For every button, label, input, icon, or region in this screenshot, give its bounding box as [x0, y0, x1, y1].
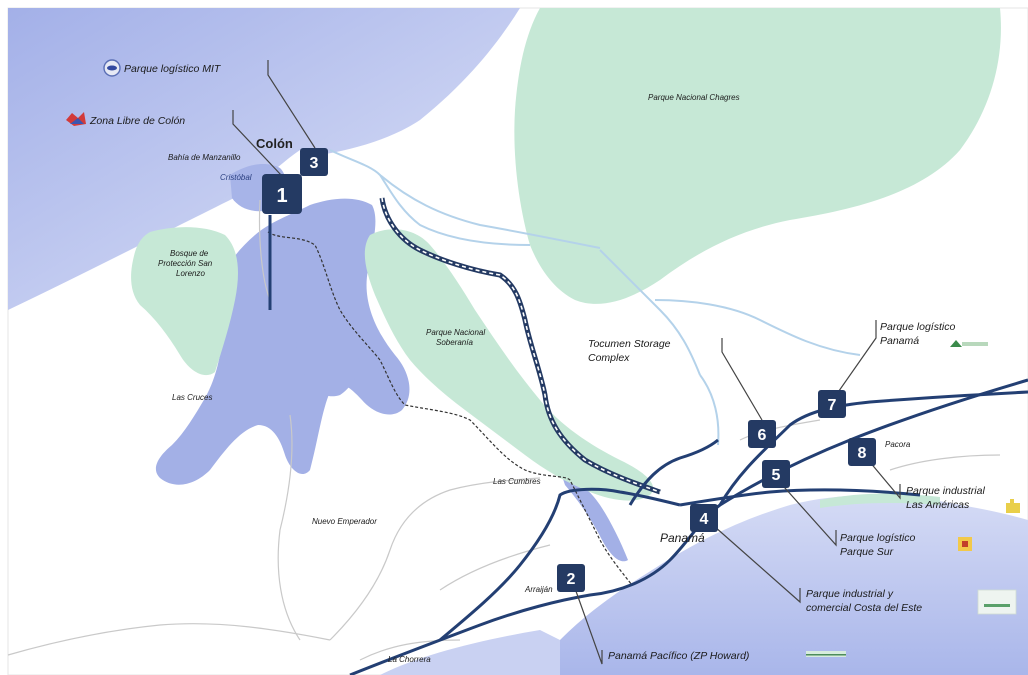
svg-text:Parque logístico: Parque logístico: [880, 321, 955, 333]
svg-text:3: 3: [310, 155, 319, 172]
callout-logistico-panama: Parque logístico Panamá: [880, 321, 988, 347]
svg-text:Parque industrial: Parque industrial: [906, 485, 985, 497]
callout-panama-pacifico: Panamá Pacífico (ZP Howard): [608, 650, 846, 662]
label-chagres: Parque Nacional Chagres: [648, 93, 740, 102]
svg-text:Panamá: Panamá: [880, 335, 919, 347]
label-pacora: Pacora: [885, 440, 911, 449]
svg-text:Parque logístico: Parque logístico: [840, 532, 915, 544]
callout-mit: Parque logístico MIT: [103, 59, 222, 77]
svg-text:7: 7: [828, 397, 837, 414]
parque-logistico-panama-logo-icon: [950, 340, 988, 347]
mit-logo-icon: [103, 59, 121, 77]
marker-1[interactable]: 1: [262, 174, 302, 214]
label-nuevo-emperador: Nuevo Emperador: [312, 517, 377, 526]
parque-industrial-americas-logo-icon: [1006, 499, 1020, 513]
svg-text:2: 2: [567, 571, 576, 588]
callout-americas: Parque industrial Las Américas: [906, 485, 1020, 513]
label-bosque-1: Bosque de: [170, 249, 209, 258]
gatun-lake-arm: [296, 325, 360, 397]
svg-text:1: 1: [276, 185, 287, 207]
bosque-san-lorenzo: [131, 227, 238, 376]
gulf-of-panama: [560, 495, 1028, 675]
label-la-chorrera: La Chorrera: [388, 655, 431, 664]
svg-text:Panamá Pacífico (ZP Howard): Panamá Pacífico (ZP Howard): [608, 650, 749, 662]
svg-text:Parque logístico MIT: Parque logístico MIT: [124, 63, 222, 75]
zona-libre-logo-icon: [66, 112, 86, 126]
label-soberania-2: Soberanía: [436, 338, 473, 347]
marker-7[interactable]: 7: [818, 390, 846, 418]
marker-5[interactable]: 5: [762, 460, 790, 488]
svg-text:4: 4: [700, 511, 709, 528]
corridor-highway: [379, 197, 661, 495]
parque-nacional-chagres: [514, 8, 1001, 304]
panama-railway: [267, 231, 633, 586]
svg-text:8: 8: [858, 445, 867, 462]
label-bosque-3: Lorenzo: [176, 269, 205, 278]
rivers: [329, 149, 861, 446]
svg-text:5: 5: [772, 467, 781, 484]
label-colon: Colón: [256, 136, 293, 151]
callout-costa-este: Parque industrial y comercial Costa del …: [806, 588, 1017, 615]
callout-sur: Parque logístico Parque Sur: [840, 532, 972, 558]
coastal-park: [820, 493, 940, 508]
svg-text:comercial Costa del Este: comercial Costa del Este: [806, 602, 922, 614]
marker-4[interactable]: 4: [690, 504, 718, 532]
svg-text:Zona Libre de Colón: Zona Libre de Colón: [89, 115, 185, 127]
label-arraijan: Arraiján: [524, 585, 553, 594]
callout-zona-libre: Zona Libre de Colón: [66, 112, 185, 127]
label-bahia: Bahía de Manzanillo: [168, 153, 241, 162]
label-las-cruces: Las Cruces: [172, 393, 212, 402]
svg-text:6: 6: [758, 427, 767, 444]
label-soberania-1: Parque Nacional: [426, 328, 485, 337]
costa-del-este-logo-icon: [977, 589, 1017, 615]
caribbean-sea: [8, 8, 520, 310]
boundaries: [7, 199, 1001, 661]
marker-3[interactable]: 3: [300, 148, 328, 176]
panama-pacifico-logo-icon: [806, 651, 846, 657]
svg-text:Las Américas: Las Américas: [906, 499, 970, 511]
svg-text:Parque industrial y: Parque industrial y: [806, 588, 894, 600]
label-panama: Panamá: [660, 531, 705, 545]
svg-text:Complex: Complex: [588, 352, 630, 364]
marker-2[interactable]: 2: [557, 564, 585, 592]
pacific-west: [380, 630, 560, 675]
marker-6[interactable]: 6: [748, 420, 776, 448]
svg-text:Parque Sur: Parque Sur: [840, 546, 894, 558]
parque-sur-logo-icon: [958, 537, 972, 551]
label-las-cumbres: Las Cumbres: [493, 477, 541, 486]
label-cristobal: Cristóbal: [220, 173, 252, 182]
parque-nacional-soberania: [364, 229, 654, 501]
callout-lines: [232, 60, 901, 665]
label-bosque-2: Protección San: [158, 259, 213, 268]
marker-8[interactable]: 8: [848, 438, 876, 466]
gatun-lake: [155, 198, 410, 485]
callout-tocumen: Tocumen Storage Complex: [588, 338, 671, 364]
svg-text:Tocumen Storage: Tocumen Storage: [588, 338, 671, 350]
